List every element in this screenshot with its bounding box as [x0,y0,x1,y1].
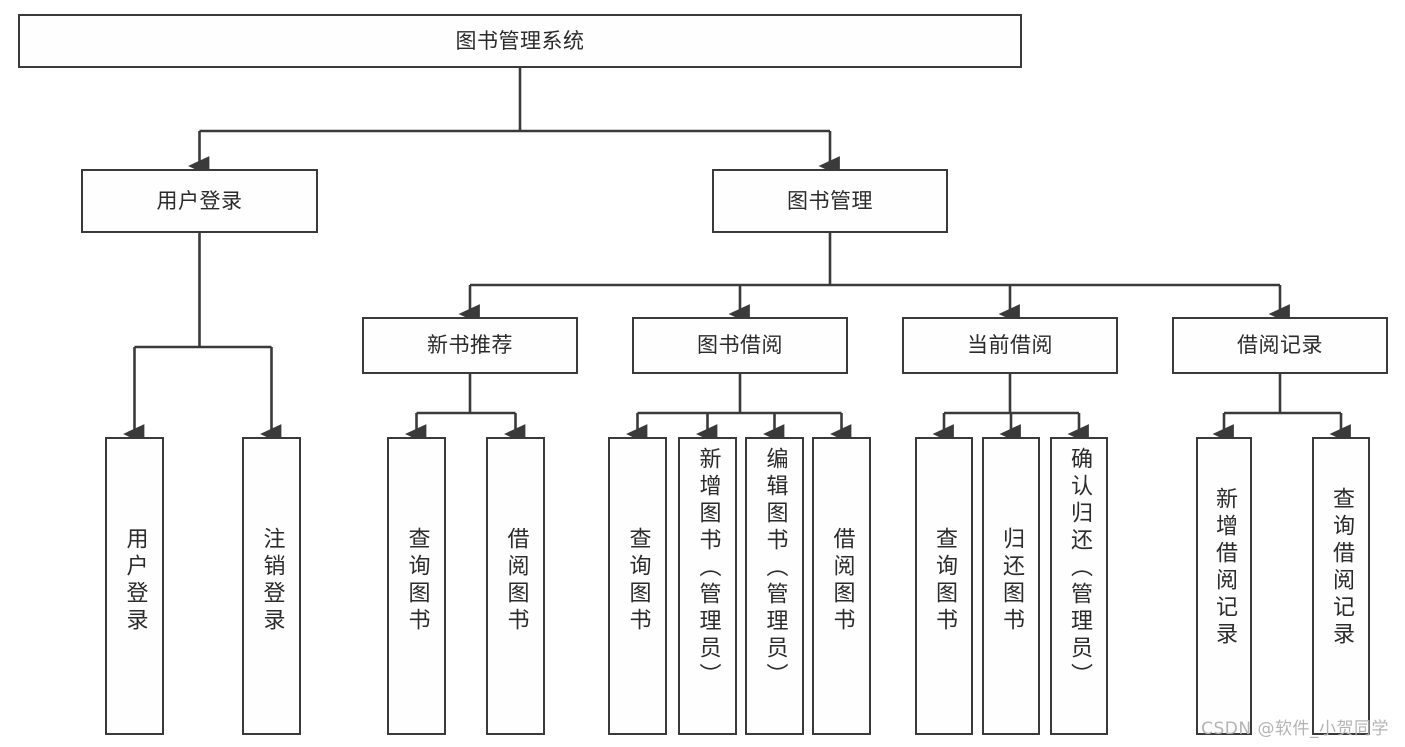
node-c_confirm[interactable]: 确认归还（管理员） [1050,437,1108,735]
node-n_query[interactable]: 查询图书 [387,437,446,735]
node-l_login[interactable]: 用户登录 [105,437,164,735]
node-borrow[interactable]: 图书借阅 [632,317,848,374]
node-b_add[interactable]: 新增图书（管理员） [678,437,737,735]
node-label-b_add: 新增图书（管理员） [695,447,721,690]
node-b_edit[interactable]: 编辑图书（管理员） [745,437,804,735]
node-n_borrow[interactable]: 借阅图书 [486,437,545,735]
csdn-watermark: CSDN @软件_小贺同学 [1201,719,1389,739]
node-label-c_return: 归还图书 [998,527,1024,635]
node-label-l_login: 用户登录 [122,527,148,635]
node-r_add[interactable]: 新增借阅记录 [1196,437,1252,735]
node-newbook[interactable]: 新书推荐 [362,317,578,374]
node-label-current: 当前借阅 [967,333,1053,358]
node-b_query[interactable]: 查询图书 [608,437,667,735]
node-current[interactable]: 当前借阅 [902,317,1118,374]
node-label-records: 借阅记录 [1237,333,1323,358]
node-label-login: 用户登录 [156,188,243,213]
node-label-borrow: 图书借阅 [697,333,783,358]
node-label-r_add: 新增借阅记录 [1211,487,1237,649]
node-l_logout[interactable]: 注销登录 [242,437,301,735]
node-label-root: 图书管理系统 [455,28,585,53]
node-label-newbook: 新书推荐 [427,333,513,358]
node-label-n_borrow: 借阅图书 [503,527,529,635]
node-label-n_query: 查询图书 [404,527,430,635]
node-login[interactable]: 用户登录 [81,169,318,233]
node-label-bookmgmt: 图书管理 [787,188,873,213]
node-label-r_query: 查询借阅记录 [1328,487,1354,649]
node-records[interactable]: 借阅记录 [1172,317,1388,374]
node-label-b_borrow: 借阅图书 [829,527,855,635]
node-c_query[interactable]: 查询图书 [915,437,973,735]
node-c_return[interactable]: 归还图书 [982,437,1040,735]
node-label-l_logout: 注销登录 [259,527,285,635]
node-bookmgmt[interactable]: 图书管理 [712,169,948,233]
node-label-b_query: 查询图书 [625,527,651,635]
node-label-b_edit: 编辑图书（管理员） [762,447,788,690]
node-root[interactable]: 图书管理系统 [18,14,1022,68]
node-r_query[interactable]: 查询借阅记录 [1312,437,1370,735]
node-b_borrow[interactable]: 借阅图书 [812,437,871,735]
node-label-c_query: 查询图书 [931,527,957,635]
node-label-c_confirm: 确认归还（管理员） [1066,447,1092,690]
